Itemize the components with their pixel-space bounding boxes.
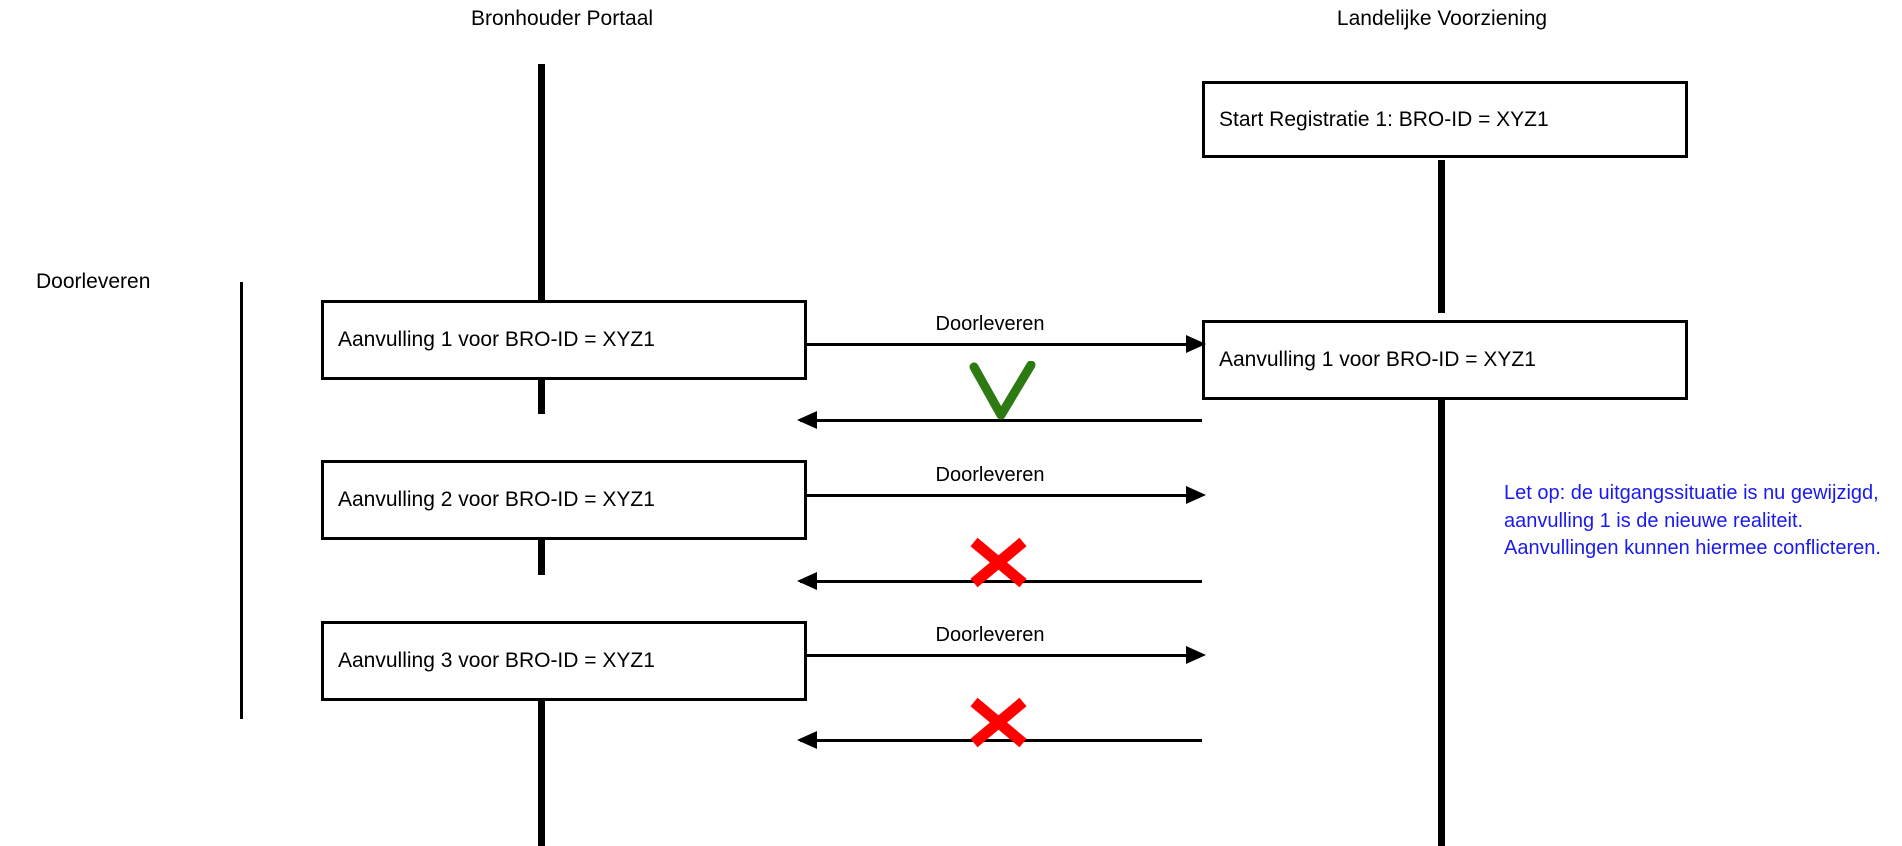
- box-aanvulling-1-right[interactable]: Aanvulling 1 voor BRO-ID = XYZ1: [1202, 320, 1688, 400]
- arrow-doorleveren-2-line: [807, 494, 1195, 497]
- box-aanvulling-1-left-label: Aanvulling 1 voor BRO-ID = XYZ1: [338, 328, 655, 351]
- group-label-doorleveren: Doorleveren: [36, 270, 151, 293]
- arrow-response-3-head: [797, 731, 817, 749]
- arrow-doorleveren-3-head: [1186, 646, 1206, 664]
- arrow-doorleveren-1-line: [807, 343, 1195, 346]
- lifeline-landelijke-voorziening-bottom: [1438, 400, 1445, 846]
- arrow-doorleveren-3-label: Doorleveren: [935, 624, 1045, 646]
- arrow-doorleveren-2-label: Doorleveren: [935, 464, 1045, 486]
- note-uitgangssituatie: Let op: de uitgangssituatie is nu gewijz…: [1504, 482, 1881, 560]
- box-aanvulling-1-right-label: Aanvulling 1 voor BRO-ID = XYZ1: [1219, 348, 1536, 371]
- box-start-registratie[interactable]: Start Registratie 1: BRO-ID = XYZ1: [1202, 81, 1688, 158]
- arrow-response-1-head: [797, 411, 817, 429]
- lifeline-bronhouder-portaal-seg3: [538, 540, 545, 575]
- arrow-response-2-line: [800, 580, 1202, 583]
- arrow-response-3-line: [800, 739, 1202, 742]
- lane-title-bronhouder-portaal: Bronhouder Portaal: [470, 7, 654, 30]
- box-aanvulling-2-left[interactable]: Aanvulling 2 voor BRO-ID = XYZ1: [321, 460, 807, 540]
- lifeline-bronhouder-portaal-seg2: [538, 379, 545, 414]
- arrow-doorleveren-2-head: [1186, 486, 1206, 504]
- box-aanvulling-2-left-label: Aanvulling 2 voor BRO-ID = XYZ1: [338, 488, 655, 511]
- green-check-icon: [969, 361, 1036, 420]
- arrow-doorleveren-1-label: Doorleveren: [935, 313, 1045, 335]
- lifeline-bronhouder-portaal-bottom: [538, 700, 545, 846]
- box-aanvulling-3-left-label: Aanvulling 3 voor BRO-ID = XYZ1: [338, 649, 655, 672]
- box-start-registratie-label: Start Registratie 1: BRO-ID = XYZ1: [1219, 107, 1549, 131]
- red-cross-icon: [970, 537, 1027, 588]
- arrow-response-2-head: [797, 572, 817, 590]
- group-bracket-doorleveren: [240, 282, 243, 719]
- arrow-response-1-line: [800, 419, 1202, 422]
- lane-title-landelijke-voorziening: Landelijke Voorziening: [1336, 7, 1548, 30]
- lifeline-bronhouder-portaal-top: [538, 64, 545, 301]
- lifeline-landelijke-voorziening-top: [1438, 160, 1445, 313]
- red-cross-icon: [970, 697, 1027, 748]
- arrow-doorleveren-3-line: [807, 654, 1195, 657]
- box-aanvulling-1-left[interactable]: Aanvulling 1 voor BRO-ID = XYZ1: [321, 300, 807, 380]
- box-aanvulling-3-left[interactable]: Aanvulling 3 voor BRO-ID = XYZ1: [321, 621, 807, 701]
- arrow-doorleveren-1-head: [1186, 335, 1206, 353]
